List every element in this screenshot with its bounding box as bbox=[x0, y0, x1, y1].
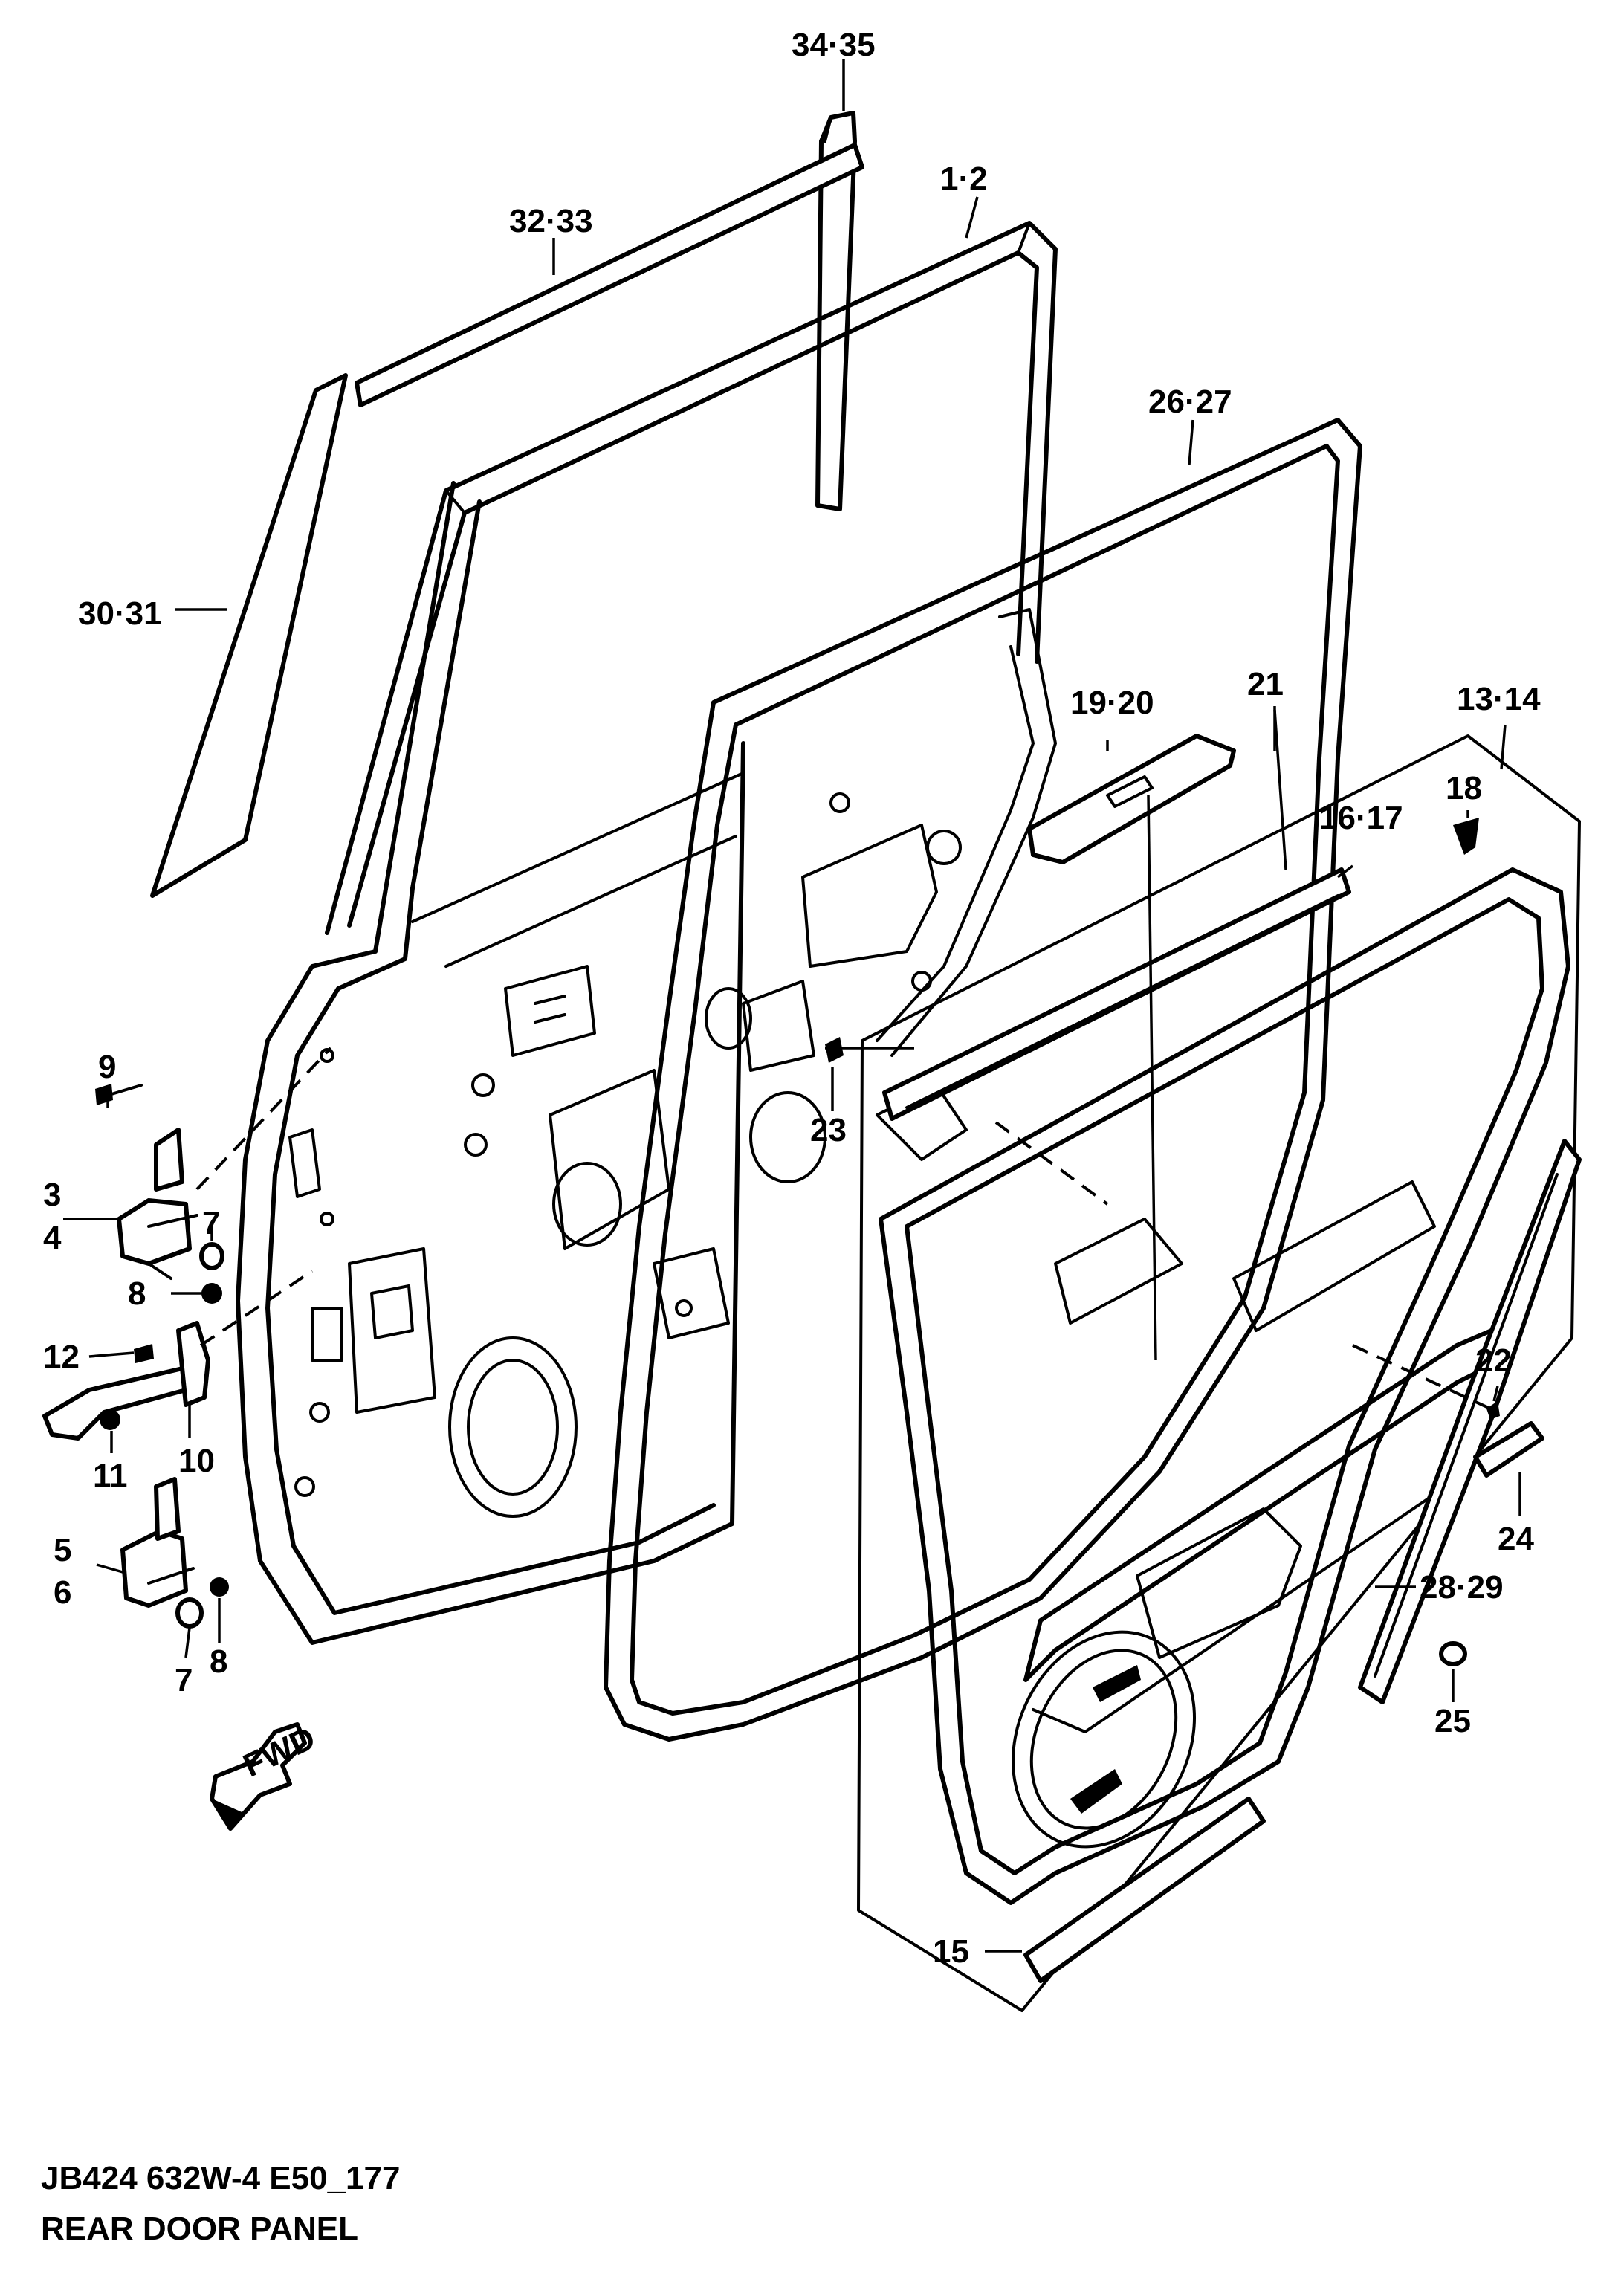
label-8-lower: 8 bbox=[210, 1643, 227, 1680]
label-34-35: 34·35 bbox=[792, 27, 876, 63]
leader-lines bbox=[63, 59, 1521, 1953]
label-18: 18 bbox=[1446, 770, 1482, 806]
cap-25 bbox=[1439, 1641, 1467, 1666]
label-19-20: 19·20 bbox=[1070, 685, 1154, 721]
label-10: 10 bbox=[178, 1443, 215, 1479]
label-7-lower: 7 bbox=[175, 1662, 193, 1698]
label-15: 15 bbox=[933, 1933, 969, 1970]
belt-molding-32-33 bbox=[355, 143, 864, 407]
label-28-29: 28·29 bbox=[1420, 1569, 1504, 1606]
label-11: 11 bbox=[93, 1458, 128, 1494]
label-6: 6 bbox=[54, 1574, 71, 1611]
window-switch-19-20 bbox=[1027, 734, 1236, 864]
fwd-arrow-icon: FWD bbox=[210, 1720, 320, 1831]
screw-23 bbox=[825, 1037, 844, 1063]
label-5: 5 bbox=[54, 1532, 71, 1568]
label-26-27: 26·27 bbox=[1148, 384, 1232, 420]
outer-molding-28-29 bbox=[1358, 1139, 1582, 1704]
callout-labels: 34·35 32·33 1·2 26·27 30·31 19·20 21 13·… bbox=[43, 27, 1541, 1970]
pillar-garnish-30-31 bbox=[150, 373, 348, 898]
door-check bbox=[42, 1321, 210, 1441]
label-1-2: 1·2 bbox=[940, 161, 988, 197]
seal-21-leader bbox=[1273, 709, 1287, 870]
clip-18 bbox=[1453, 818, 1479, 855]
label-22: 22 bbox=[1475, 1342, 1512, 1379]
cover-24 bbox=[1473, 1421, 1544, 1478]
label-24: 24 bbox=[1498, 1521, 1534, 1557]
inner-weatherstrip-16-17 bbox=[882, 867, 1351, 1121]
label-21: 21 bbox=[1247, 666, 1284, 702]
lower-hinge bbox=[120, 1477, 229, 1629]
upper-hinge bbox=[95, 1084, 224, 1304]
label-4: 4 bbox=[43, 1220, 62, 1256]
screw-22 bbox=[1486, 1401, 1500, 1420]
label-25: 25 bbox=[1434, 1703, 1471, 1739]
footer: JB424 632W-4 E50_177 REAR DOOR PANEL bbox=[41, 2160, 400, 2247]
diagram-code: JB424 632W-4 E50_177 bbox=[41, 2160, 400, 2196]
label-8-upper: 8 bbox=[128, 1275, 146, 1312]
door-panel bbox=[236, 481, 745, 1645]
label-30-31: 30·31 bbox=[78, 595, 162, 632]
label-23: 23 bbox=[810, 1112, 847, 1148]
label-16-17: 16·17 bbox=[1319, 800, 1403, 836]
opening-weatherstrip-26-27 bbox=[604, 418, 1362, 1742]
label-13-14: 13·14 bbox=[1457, 681, 1541, 717]
label-32-33: 32·33 bbox=[509, 203, 593, 239]
diagram-title: REAR DOOR PANEL bbox=[41, 2211, 358, 2247]
label-3: 3 bbox=[43, 1177, 61, 1213]
dashed-lines bbox=[195, 1047, 1491, 1410]
label-9: 9 bbox=[98, 1049, 116, 1085]
trim-board-outline-13-14 bbox=[857, 734, 1581, 2012]
label-12: 12 bbox=[43, 1339, 80, 1375]
label-7-upper: 7 bbox=[202, 1205, 220, 1241]
